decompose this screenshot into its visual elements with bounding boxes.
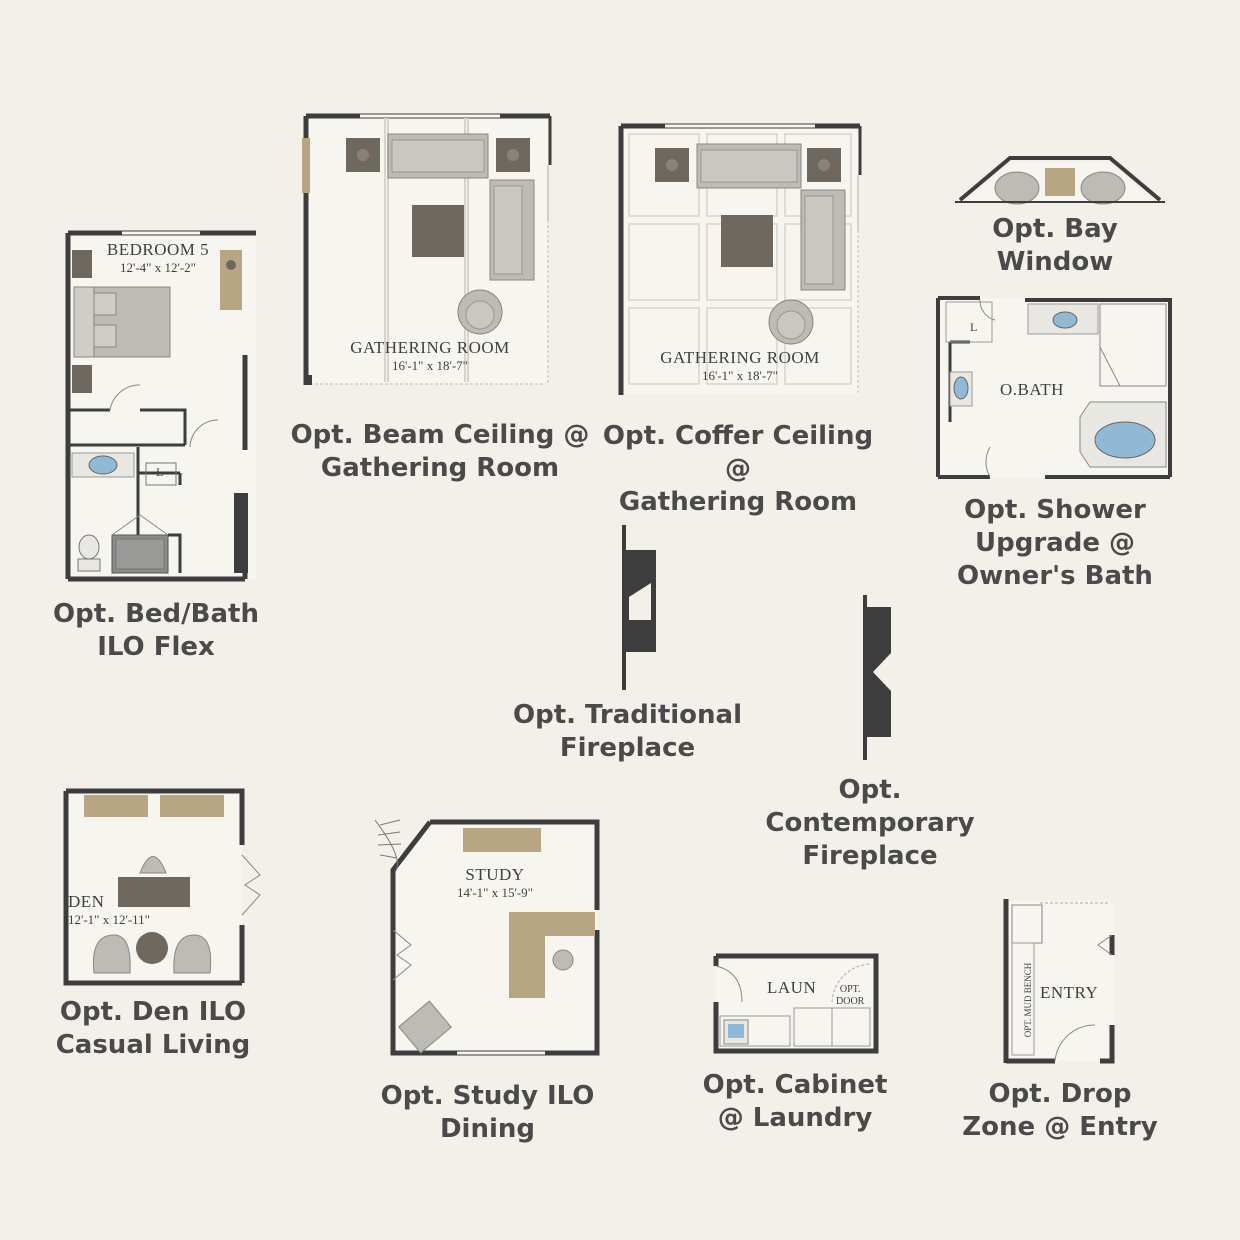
- contemporary-fireplace-caption-line-1: Opt.: [838, 775, 902, 805]
- study-label: STUDY: [465, 865, 525, 884]
- den-dimensions: 12'-1" x 12'-11": [68, 912, 150, 927]
- beam-gathering-room-label: GATHERING ROOM: [350, 338, 510, 357]
- coffer-ceiling-caption-line-2: Gathering Room: [618, 487, 858, 517]
- shower-upgrade-caption-line-1: Opt. Shower: [964, 495, 1146, 525]
- contemporary-fireplace-symbol: [855, 595, 900, 760]
- laundry-caption: Opt. Cabinet @ Laundry: [680, 1069, 910, 1135]
- mud-bench-label: OPT. MUD BENCH: [1023, 962, 1033, 1038]
- laundry-opt-door-label: OPT. DOOR: [836, 984, 864, 1008]
- drop-zone-floorplan: OPT. MUD BENCH ENTRY: [1000, 895, 1120, 1065]
- owners-bath-linen-label: L: [970, 320, 978, 334]
- den-floorplan: DEN 12'-1" x 12'-11": [60, 785, 265, 990]
- bay-window-caption: Opt. Bay Window: [930, 213, 1180, 279]
- laundry-floorplan: LAUN OPT. DOOR: [712, 952, 882, 1057]
- bed-bath-caption: Opt. Bed/Bath ILO Flex: [40, 598, 272, 664]
- drop-zone-caption: Opt. Drop Zone @ Entry: [950, 1078, 1170, 1144]
- study-floorplan: STUDY 14'-1" x 15'-9": [375, 810, 605, 1060]
- linen-label: L: [156, 465, 164, 479]
- study-caption-line-1: Opt. Study ILO: [380, 1081, 595, 1111]
- coffer-ceiling-floorplan: GATHERING ROOM 16'-1" x 18'-7": [615, 120, 870, 400]
- beam-ceiling-caption: Opt. Beam Ceiling @ Gathering Room: [290, 419, 590, 485]
- bed-bath-floorplan: BEDROOM 5 12'-4" x 12'-2" L: [60, 225, 265, 585]
- shower-upgrade-caption-line-3: Owner's Bath: [957, 561, 1153, 591]
- beam-ceiling-caption-line-1: Opt. Beam Ceiling @: [290, 420, 590, 450]
- drop-zone-caption-line-2: Zone @ Entry: [962, 1112, 1158, 1142]
- shower-upgrade-floorplan: O.BATH L: [930, 292, 1175, 482]
- beam-gathering-room-dimensions: 16'-1" x 18'-7": [392, 358, 468, 373]
- contemporary-fireplace-caption-line-2: Contemporary: [765, 808, 975, 838]
- traditional-fireplace-caption: Opt. Traditional Fireplace: [505, 699, 750, 765]
- opt-door-line-1: OPT.: [839, 984, 861, 995]
- den-caption-line-1: Opt. Den ILO: [59, 997, 247, 1027]
- coffer-gathering-room-dimensions: 16'-1" x 18'-7": [702, 368, 778, 383]
- beam-ceiling-floorplan: GATHERING ROOM 16'-1" x 18'-7": [300, 110, 560, 390]
- traditional-fireplace-caption-line-1: Opt. Traditional: [512, 700, 742, 730]
- shower-upgrade-caption-line-2: Upgrade @: [975, 528, 1135, 558]
- coffer-gathering-room-label: GATHERING ROOM: [660, 348, 820, 367]
- contemporary-fireplace-caption: Opt. Contemporary Fireplace: [755, 774, 985, 873]
- study-caption-line-2: Dining: [439, 1114, 536, 1144]
- contemporary-fireplace-caption-line-3: Fireplace: [802, 841, 938, 871]
- traditional-fireplace-caption-line-2: Fireplace: [559, 733, 696, 763]
- study-caption: Opt. Study ILO Dining: [370, 1080, 605, 1146]
- den-caption-line-2: Casual Living: [55, 1030, 251, 1060]
- study-dimensions: 14'-1" x 15'-9": [457, 885, 533, 900]
- bay-window-caption-line-1: Opt. Bay Window: [992, 214, 1118, 277]
- laundry-caption-line-2: @ Laundry: [717, 1103, 873, 1133]
- den-label: DEN: [68, 892, 105, 911]
- drop-zone-caption-line-1: Opt. Drop: [988, 1079, 1132, 1109]
- traditional-fireplace-symbol: [615, 525, 665, 690]
- coffer-ceiling-caption: Opt. Coffer Ceiling @ Gathering Room: [588, 420, 888, 519]
- bedroom-5-label: BEDROOM 5: [106, 240, 210, 259]
- bed-bath-caption-line-2: ILO Flex: [97, 632, 215, 662]
- bedroom-5-dimensions: 12'-4" x 12'-2": [120, 260, 196, 275]
- owners-bath-label: O.BATH: [1000, 380, 1064, 399]
- entry-label: ENTRY: [1040, 983, 1099, 1002]
- shower-upgrade-caption: Opt. Shower Upgrade @ Owner's Bath: [930, 494, 1180, 593]
- coffer-ceiling-caption-line-1: Opt. Coffer Ceiling @: [602, 421, 874, 484]
- laundry-label: LAUN: [767, 978, 817, 997]
- laundry-caption-line-1: Opt. Cabinet: [702, 1070, 888, 1100]
- bay-window-floorplan: [955, 140, 1165, 210]
- beam-ceiling-caption-line-2: Gathering Room: [320, 453, 560, 483]
- bed-bath-caption-line-1: Opt. Bed/Bath: [53, 599, 259, 629]
- opt-door-line-2: DOOR: [836, 996, 865, 1007]
- den-caption: Opt. Den ILO Casual Living: [40, 996, 266, 1062]
